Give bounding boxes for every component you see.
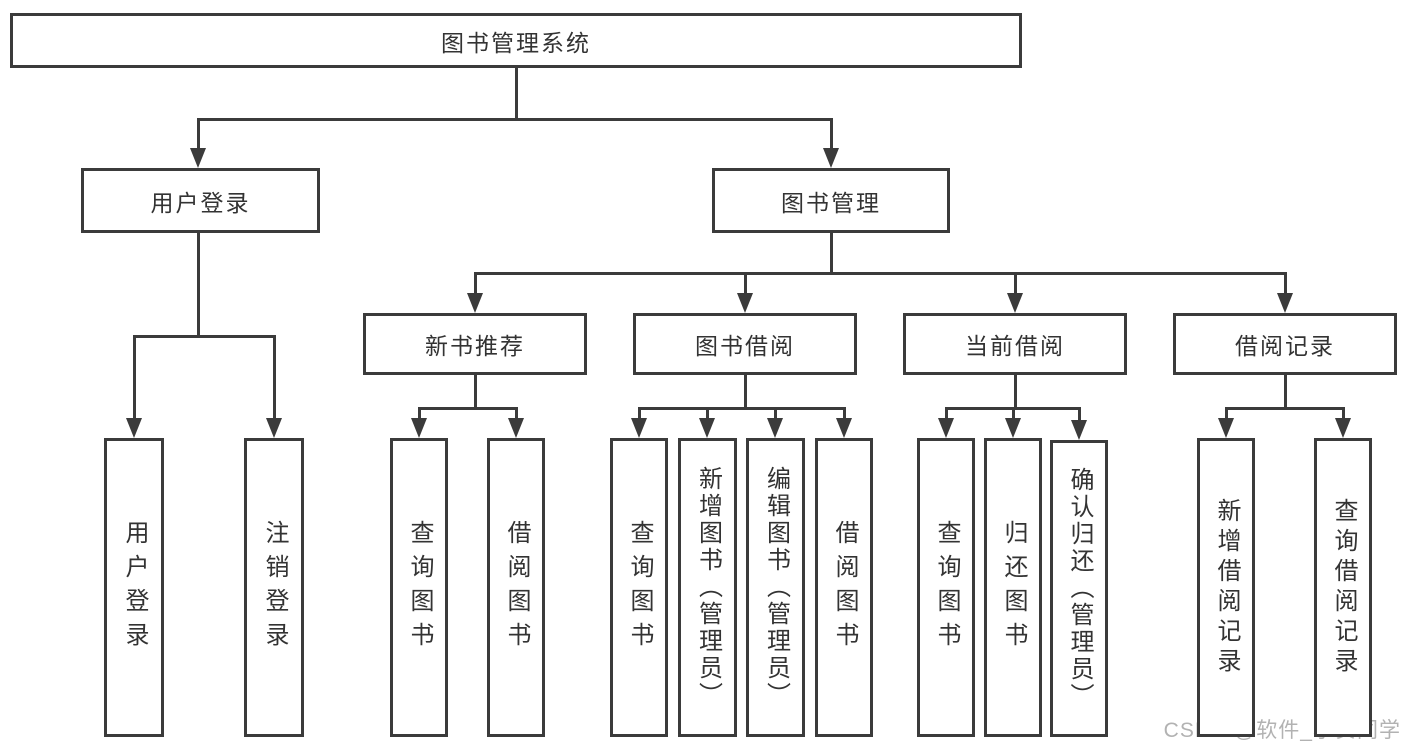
node-leaf-cb-query-books: 查询图书 xyxy=(917,438,975,737)
connector-line xyxy=(842,407,846,426)
connector-arrow-icon xyxy=(836,418,852,438)
connector-line xyxy=(637,407,641,426)
connector-line xyxy=(1013,272,1017,301)
connector-line xyxy=(196,233,200,338)
connector-line xyxy=(417,407,518,410)
node-label-leaf-bb-borrow-books: 借阅图书 xyxy=(831,519,858,656)
connector-arrow-icon xyxy=(1277,293,1293,313)
node-leaf-rec-query-books: 查询图书 xyxy=(390,438,448,737)
node-library-system: 图书管理系统 xyxy=(10,13,1022,68)
node-label-borrow-records: 借阅记录 xyxy=(1235,333,1335,359)
node-leaf-bb-query-books: 查询图书 xyxy=(610,438,668,737)
connector-line xyxy=(743,375,747,410)
node-leaf-cb-return-books: 归还图书 xyxy=(984,438,1042,737)
node-label-leaf-br-query-record: 查询借阅记录 xyxy=(1330,497,1357,678)
node-book-management: 图书管理 xyxy=(712,168,950,233)
connector-arrow-icon xyxy=(126,418,142,438)
connector-arrow-icon xyxy=(190,148,206,168)
connector-line xyxy=(944,407,948,426)
node-label-leaf-logout: 注销登录 xyxy=(261,519,288,656)
connector-line xyxy=(272,335,276,426)
node-label-leaf-rec-query-books: 查询图书 xyxy=(406,519,433,656)
connector-arrow-icon xyxy=(938,418,954,438)
connector-line xyxy=(1077,407,1081,428)
node-user-login: 用户登录 xyxy=(81,168,320,233)
node-label-leaf-bb-edit-books-admin: 编辑图书（管理员） xyxy=(762,466,790,709)
connector-arrow-icon xyxy=(1005,418,1021,438)
node-label-book-management: 图书管理 xyxy=(781,189,881,216)
connector-line xyxy=(196,118,833,121)
node-label-leaf-bb-query-books: 查询图书 xyxy=(626,519,653,656)
connector-line xyxy=(705,407,709,426)
connector-line xyxy=(637,407,846,410)
connector-arrow-icon xyxy=(737,293,753,313)
node-label-current-borrow: 当前借阅 xyxy=(965,333,1065,359)
node-label-leaf-rec-borrow-books: 借阅图书 xyxy=(503,519,530,656)
connector-arrow-icon xyxy=(508,418,524,438)
connector-line xyxy=(1283,272,1287,301)
node-new-book-recommend: 新书推荐 xyxy=(363,313,587,375)
connector-line xyxy=(132,335,136,426)
node-current-borrow: 当前借阅 xyxy=(903,313,1127,375)
connector-arrow-icon xyxy=(823,148,839,168)
connector-line xyxy=(132,335,276,338)
connector-arrow-icon xyxy=(699,418,715,438)
node-leaf-bb-borrow-books: 借阅图书 xyxy=(815,438,873,737)
node-book-borrow: 图书借阅 xyxy=(633,313,857,375)
node-leaf-bb-edit-books-admin: 编辑图书（管理员） xyxy=(746,438,805,737)
connector-arrow-icon xyxy=(467,293,483,313)
connector-line xyxy=(829,118,833,156)
connector-line xyxy=(514,68,518,121)
connector-line xyxy=(1341,407,1345,426)
connector-line xyxy=(829,233,833,275)
node-label-user-login: 用户登录 xyxy=(150,189,251,216)
connector-arrow-icon xyxy=(1218,418,1234,438)
node-label-leaf-cb-confirm-admin: 确认归还（管理员） xyxy=(1066,467,1093,710)
connector-arrow-icon xyxy=(1335,418,1351,438)
node-label-leaf-br-add-record: 新增借阅记录 xyxy=(1213,497,1240,678)
node-leaf-br-query-record: 查询借阅记录 xyxy=(1314,438,1372,737)
connector-line xyxy=(1013,375,1017,410)
connector-arrow-icon xyxy=(266,418,282,438)
node-borrow-records: 借阅记录 xyxy=(1173,313,1397,375)
node-leaf-br-add-record: 新增借阅记录 xyxy=(1197,438,1255,737)
connector-line xyxy=(514,407,518,426)
node-label-leaf-bb-add-books-admin: 新增图书（管理员） xyxy=(694,466,722,709)
connector-line xyxy=(1224,407,1345,410)
node-leaf-bb-add-books-admin: 新增图书（管理员） xyxy=(678,438,737,737)
connector-arrow-icon xyxy=(1071,420,1087,440)
node-label-library-system: 图书管理系统 xyxy=(441,29,591,56)
node-leaf-cb-confirm-admin: 确认归还（管理员） xyxy=(1050,440,1108,737)
node-label-book-borrow: 图书借阅 xyxy=(695,333,795,359)
node-leaf-rec-borrow-books: 借阅图书 xyxy=(487,438,545,737)
connector-line xyxy=(743,272,747,301)
connector-line xyxy=(417,407,421,426)
connector-arrow-icon xyxy=(411,418,427,438)
connector-line xyxy=(1011,407,1015,426)
connector-line xyxy=(1283,375,1287,410)
node-label-leaf-cb-return-books: 归还图书 xyxy=(1000,519,1027,656)
connector-line xyxy=(1224,407,1228,426)
connector-arrow-icon xyxy=(631,418,647,438)
connector-arrow-icon xyxy=(767,418,783,438)
connector-arrow-icon xyxy=(1007,293,1023,313)
connector-line xyxy=(473,375,477,410)
node-leaf-user-login: 用户登录 xyxy=(104,438,164,737)
node-leaf-logout: 注销登录 xyxy=(244,438,304,737)
connector-line xyxy=(773,407,777,426)
node-label-leaf-user-login: 用户登录 xyxy=(121,519,148,656)
node-label-leaf-cb-query-books: 查询图书 xyxy=(933,519,960,656)
connector-line xyxy=(196,118,200,156)
connector-line xyxy=(473,272,477,301)
connector-line xyxy=(473,272,1287,275)
node-label-new-book-recommend: 新书推荐 xyxy=(425,333,525,359)
